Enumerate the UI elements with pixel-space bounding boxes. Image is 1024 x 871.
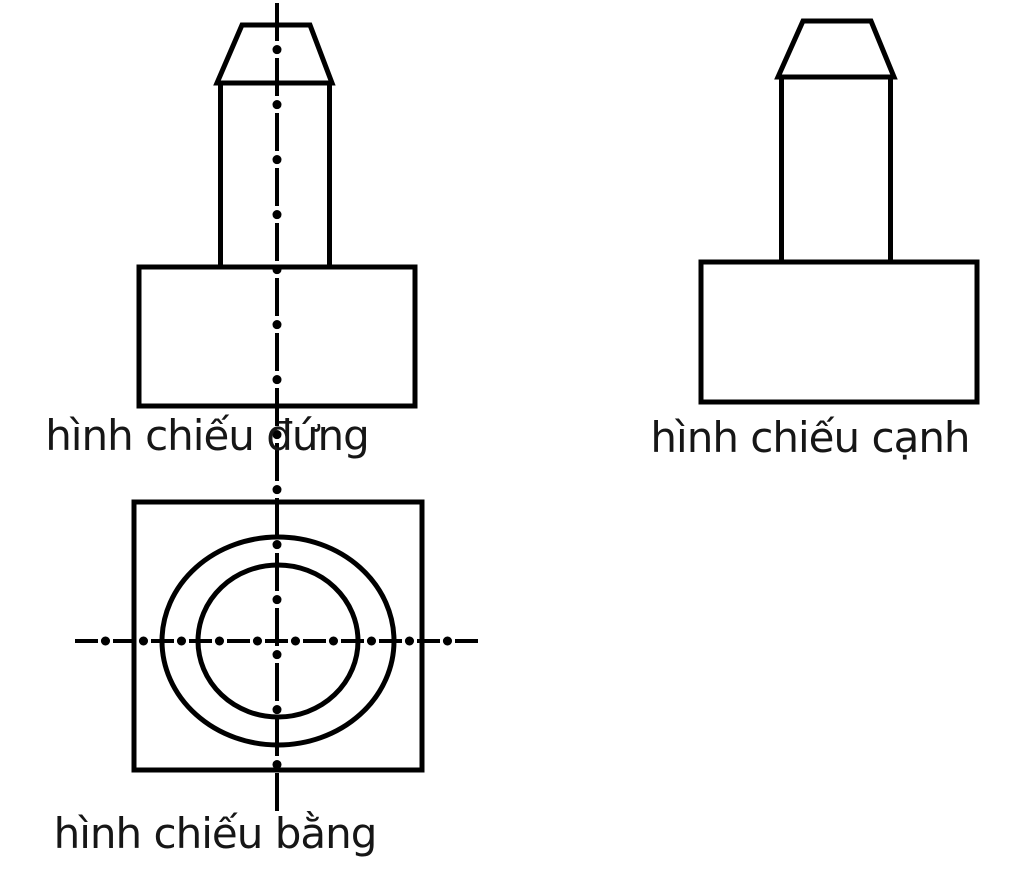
front-view [136,22,418,409]
top-view [70,499,483,773]
front-view-base-flange [136,264,418,409]
side-view-chamfered-head [774,18,898,80]
side-view [698,18,980,405]
front-view-chamfered-head [213,22,336,86]
top-view-square-base [131,499,425,773]
side-view-base-flange [698,259,980,405]
